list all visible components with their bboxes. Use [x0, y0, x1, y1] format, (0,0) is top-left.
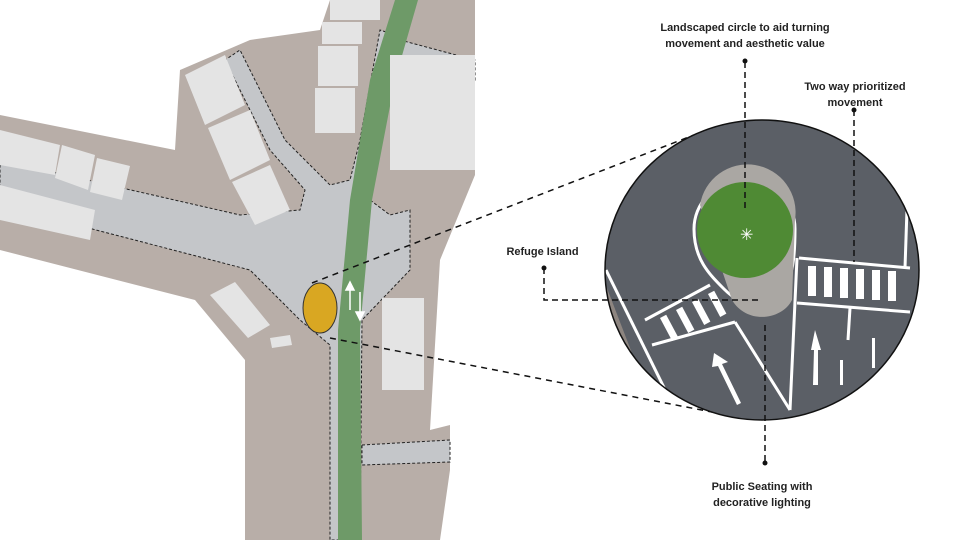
- label-line: Two way prioritized: [804, 81, 906, 93]
- light-icon: ✳: [740, 227, 753, 244]
- label-public-seating: Public Seating with decorative lighting: [662, 479, 862, 511]
- label-line: movement and aesthetic value: [665, 38, 825, 50]
- bike-lane: [338, 0, 418, 540]
- label-line: decorative lighting: [713, 497, 811, 509]
- two-way-arrows-icon: [344, 280, 366, 322]
- label-landscaped-circle: Landscaped circle to aid turning movemen…: [620, 20, 870, 52]
- label-refuge-island: Refuge Island: [506, 246, 579, 258]
- leader-lines: [543, 62, 855, 462]
- zoom-connector-lines: [311, 127, 713, 413]
- label-two-way: Two way prioritized movement: [780, 79, 930, 111]
- detail-magnifier: ✳: [605, 120, 919, 420]
- lane-arrow-icons: [712, 330, 875, 405]
- leader-dots: [541, 58, 857, 466]
- buildings: [0, 0, 475, 390]
- label-line: movement: [827, 97, 883, 109]
- detail-circle-outline: [604, 119, 920, 421]
- label-line: Landscaped circle to aid turning: [660, 22, 830, 34]
- roundabout-node-marker: [302, 282, 338, 334]
- crosswalk-stripes: [660, 266, 896, 341]
- label-line: Public Seating with: [711, 481, 813, 493]
- planting-circle: [697, 182, 793, 278]
